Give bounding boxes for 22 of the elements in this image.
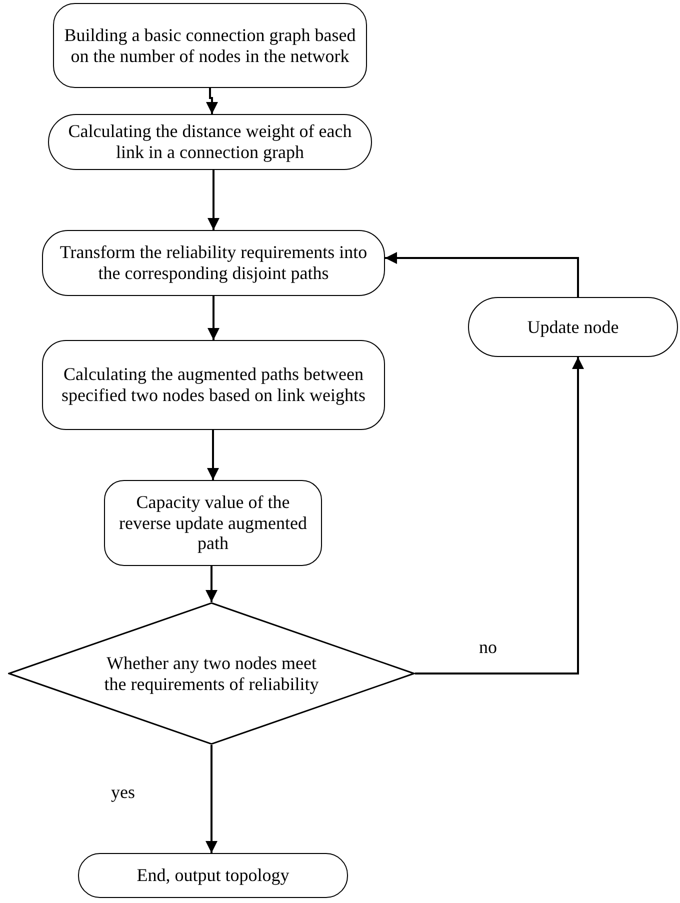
arrow [208,170,220,230]
step-text: Update node [527,316,619,338]
step-text: End, output topology [136,865,290,886]
process-box [42,230,385,296]
step-text: Calculating the augmented paths between specified two nodes based on link weights [60,364,366,406]
arrow [415,357,584,674]
arrow [206,88,218,114]
arrow [207,430,219,480]
arrow [385,252,579,297]
step-text: Transform the reliability requirements into the corresponding disjoint paths [58,242,368,284]
process-box [78,853,348,898]
step-text: Calculating the distance weight of each link in a connection graph [67,121,353,163]
arrow [206,745,218,853]
step-text: Whether any two nodes meet the requirements of reliability [103,652,320,694]
process-box [104,480,322,566]
step-text: Building a basic connection graph based on the number of nodes in the network [63,24,357,66]
arrow [208,296,220,340]
step-text: Capacity value of the reverse update augmented path [118,492,308,554]
process-box [53,3,367,88]
arrow [206,566,218,602]
process-box [42,340,385,430]
decision-diamond [8,602,415,745]
